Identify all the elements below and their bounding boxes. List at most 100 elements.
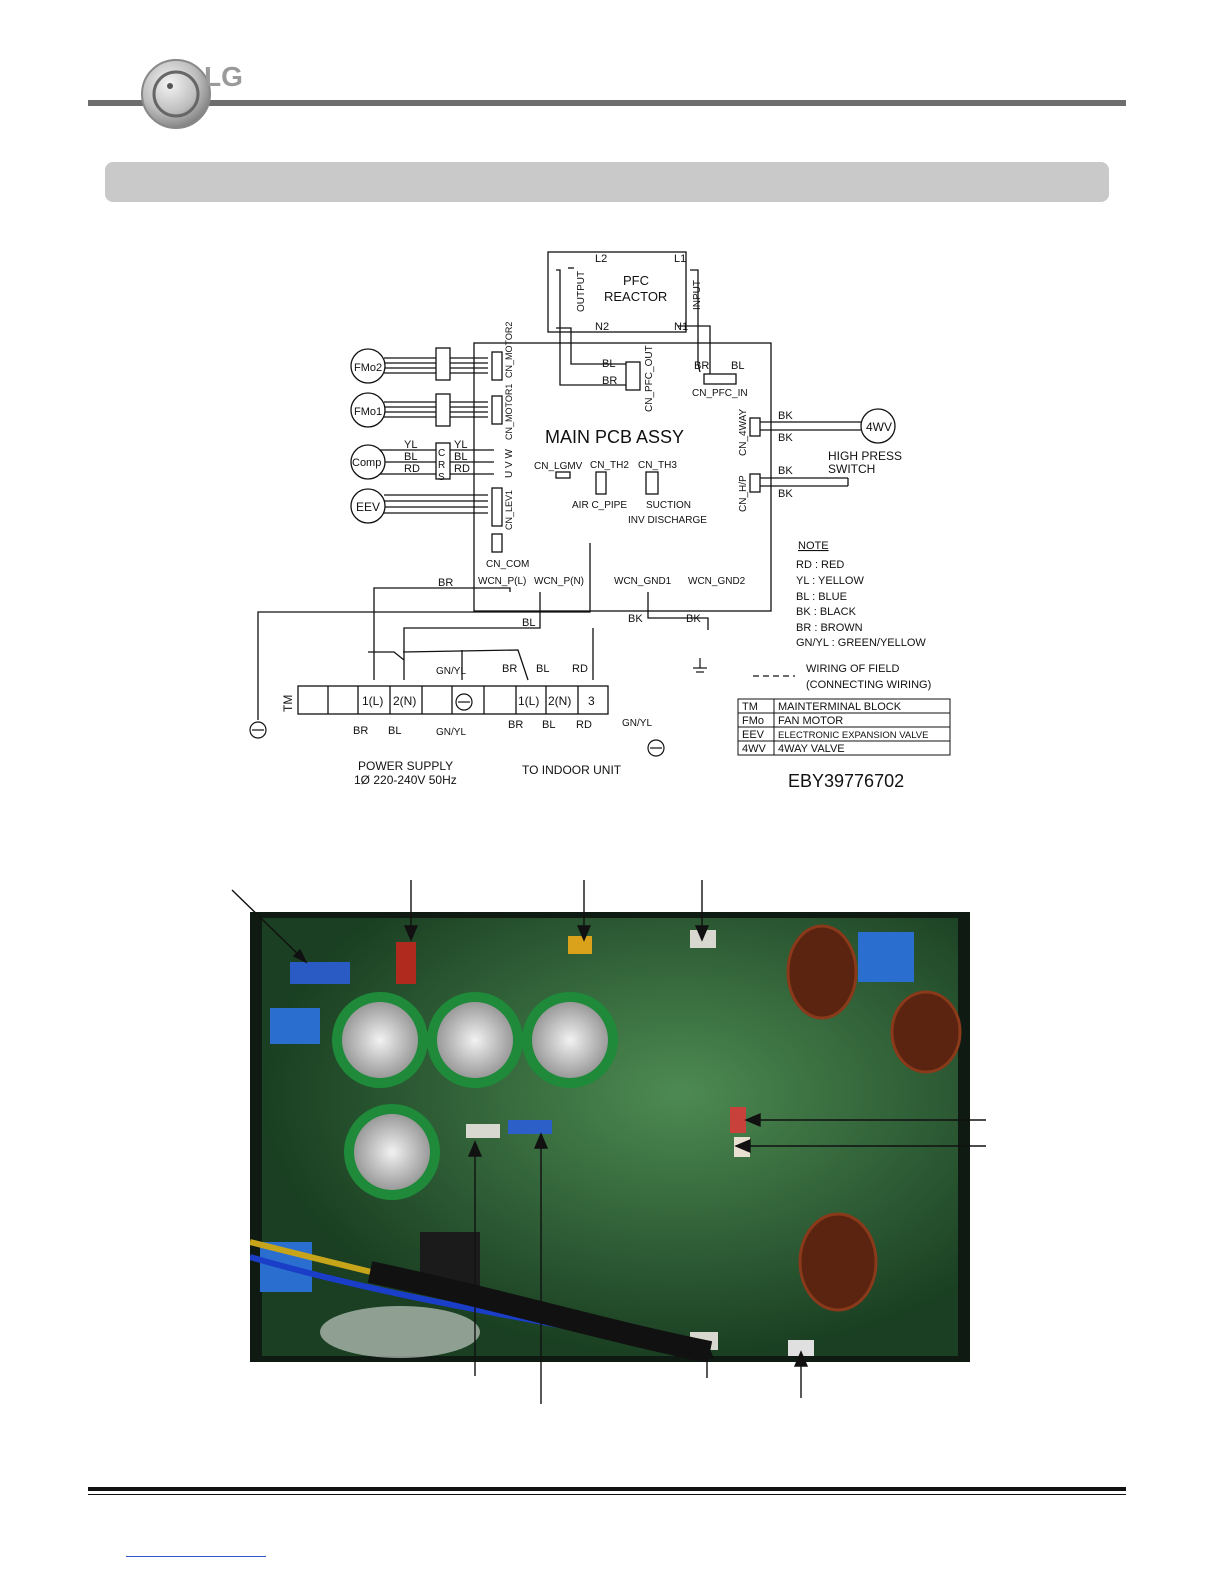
ground-symbols [249, 658, 707, 757]
svg-text:L2: L2 [595, 253, 607, 265]
svg-text:BR: BR [694, 360, 709, 372]
svg-text:NOTE: NOTE [798, 540, 829, 552]
svg-text:BK: BK [778, 488, 793, 500]
svg-text:BL : BLUE: BL : BLUE [796, 591, 847, 603]
pcb-photo [250, 912, 970, 1362]
svg-text:BL: BL [454, 451, 467, 463]
svg-text:RD : RED: RD : RED [796, 559, 844, 571]
svg-text:L1: L1 [674, 253, 686, 265]
svg-text:CN_MOTOR1: CN_MOTOR1 [504, 384, 514, 440]
svg-text:YL : YELLOW: YL : YELLOW [796, 575, 864, 587]
svg-text:BL: BL [522, 617, 535, 629]
svg-text:BR: BR [438, 577, 453, 589]
svg-text:BK: BK [778, 410, 793, 422]
svg-text:2(N): 2(N) [393, 694, 416, 708]
svg-text:SUCTION: SUCTION [646, 500, 691, 511]
fmo2-circle [350, 348, 386, 384]
svg-text:AIR C_PIPE: AIR C_PIPE [572, 500, 627, 511]
svg-text:PFC: PFC [623, 273, 649, 288]
svg-text:CN_TH2: CN_TH2 [590, 460, 629, 471]
svg-text:3: 3 [588, 694, 595, 708]
svg-text:BK: BK [778, 432, 793, 444]
svg-text:Comp: Comp [352, 457, 381, 469]
section-title-bar [105, 162, 1109, 202]
footer-rule-thin [88, 1494, 1126, 1495]
svg-text:TM: TM [281, 695, 295, 712]
svg-text:1(L): 1(L) [518, 694, 539, 708]
svg-text:WCN_GND1: WCN_GND1 [614, 576, 672, 587]
svg-text:TO INDOOR UNIT: TO INDOOR UNIT [522, 763, 622, 777]
svg-text:4WV: 4WV [742, 743, 767, 755]
svg-text:FMo: FMo [742, 715, 764, 727]
svg-text:2(N): 2(N) [548, 694, 571, 708]
svg-text:CN_PFC_OUT: CN_PFC_OUT [644, 345, 655, 412]
svg-text:ELECTRONIC EXPANSION VALVE: ELECTRONIC EXPANSION VALVE [778, 730, 928, 741]
svg-text:BK: BK [778, 465, 793, 477]
svg-text:BL: BL [542, 719, 555, 731]
svg-text:REACTOR: REACTOR [604, 289, 667, 304]
svg-text:FMo2: FMo2 [354, 362, 382, 374]
svg-text:GN/YL: GN/YL [622, 718, 652, 729]
svg-text:4WAY VALVE: 4WAY VALVE [778, 743, 845, 755]
lg-logo: LG [141, 58, 268, 129]
footer-link-underline[interactable] [126, 1556, 266, 1557]
svg-text:C: C [438, 448, 445, 459]
svg-text:GN/YL: GN/YL [436, 666, 466, 677]
svg-text:HIGH PRESS: HIGH PRESS [828, 449, 902, 463]
svg-text:N1: N1 [674, 321, 688, 333]
svg-text:MAIN PCB ASSY: MAIN PCB ASSY [545, 427, 684, 447]
svg-text:YL: YL [404, 439, 417, 451]
svg-text:S: S [438, 472, 445, 483]
svg-text:YL: YL [454, 439, 467, 451]
svg-text:RD: RD [576, 719, 592, 731]
svg-text:R: R [438, 460, 445, 471]
svg-text:BL: BL [388, 725, 401, 737]
svg-text:BR : BROWN: BR : BROWN [796, 622, 863, 634]
svg-text:U V W: U V W [504, 449, 515, 478]
svg-text:TM: TM [742, 701, 758, 713]
svg-text:RD: RD [404, 463, 420, 475]
svg-text:OUTPUT: OUTPUT [576, 271, 587, 312]
svg-text:POWER SUPPLY: POWER SUPPLY [358, 759, 453, 773]
svg-text:1(L): 1(L) [362, 694, 383, 708]
svg-text:BL: BL [404, 451, 417, 463]
svg-text:CN_TH3: CN_TH3 [638, 460, 677, 471]
svg-text:BL: BL [536, 663, 549, 675]
svg-text:WIRING OF FIELD: WIRING OF FIELD [806, 663, 900, 675]
svg-text:EBY39776702: EBY39776702 [788, 771, 904, 791]
svg-text:RD: RD [454, 463, 470, 475]
svg-text:INV DISCHARGE: INV DISCHARGE [628, 515, 707, 526]
svg-text:WCN_GND2: WCN_GND2 [688, 576, 746, 587]
svg-text:EEV: EEV [356, 500, 380, 514]
svg-text:BR: BR [602, 375, 617, 387]
svg-text:GN/YL: GN/YL [436, 727, 466, 738]
svg-text:BR: BR [508, 719, 523, 731]
svg-text:FMo1: FMo1 [354, 406, 382, 418]
svg-text:N2: N2 [595, 321, 609, 333]
svg-text:CN_H/P: CN_H/P [738, 475, 749, 512]
svg-text:BL: BL [731, 360, 744, 372]
svg-text:WCN_P(N): WCN_P(N) [534, 576, 584, 587]
svg-text:BR: BR [353, 725, 368, 737]
4wv-circle [860, 408, 896, 444]
svg-text:BK: BK [686, 613, 701, 625]
svg-text:RD: RD [572, 663, 588, 675]
wiring-diagram: PFC REACTOR L2 L1 N2 N1 OUTPUT INPUT MAI… [249, 251, 951, 791]
footer-rule [88, 1487, 1126, 1491]
svg-text:FAN MOTOR: FAN MOTOR [778, 715, 843, 727]
svg-text:CN_4WAY: CN_4WAY [738, 408, 749, 456]
terminal-block [297, 685, 609, 715]
header-rule [88, 100, 1126, 106]
svg-text:BR: BR [502, 663, 517, 675]
svg-text:WCN_P(L): WCN_P(L) [478, 576, 526, 587]
svg-text:CN_MOTOR2: CN_MOTOR2 [504, 322, 514, 378]
svg-text:CN_COM: CN_COM [486, 559, 529, 570]
svg-text:INPUT: INPUT [692, 280, 703, 310]
svg-text:BK: BK [628, 613, 643, 625]
svg-text:SWITCH: SWITCH [828, 462, 875, 476]
svg-text:CN_LEV1: CN_LEV1 [504, 490, 514, 530]
fmo1-circle [350, 392, 386, 428]
svg-text:1Ø 220-240V 50Hz: 1Ø 220-240V 50Hz [354, 773, 457, 787]
svg-text:BL: BL [602, 358, 615, 370]
svg-text:4WV: 4WV [866, 420, 892, 434]
